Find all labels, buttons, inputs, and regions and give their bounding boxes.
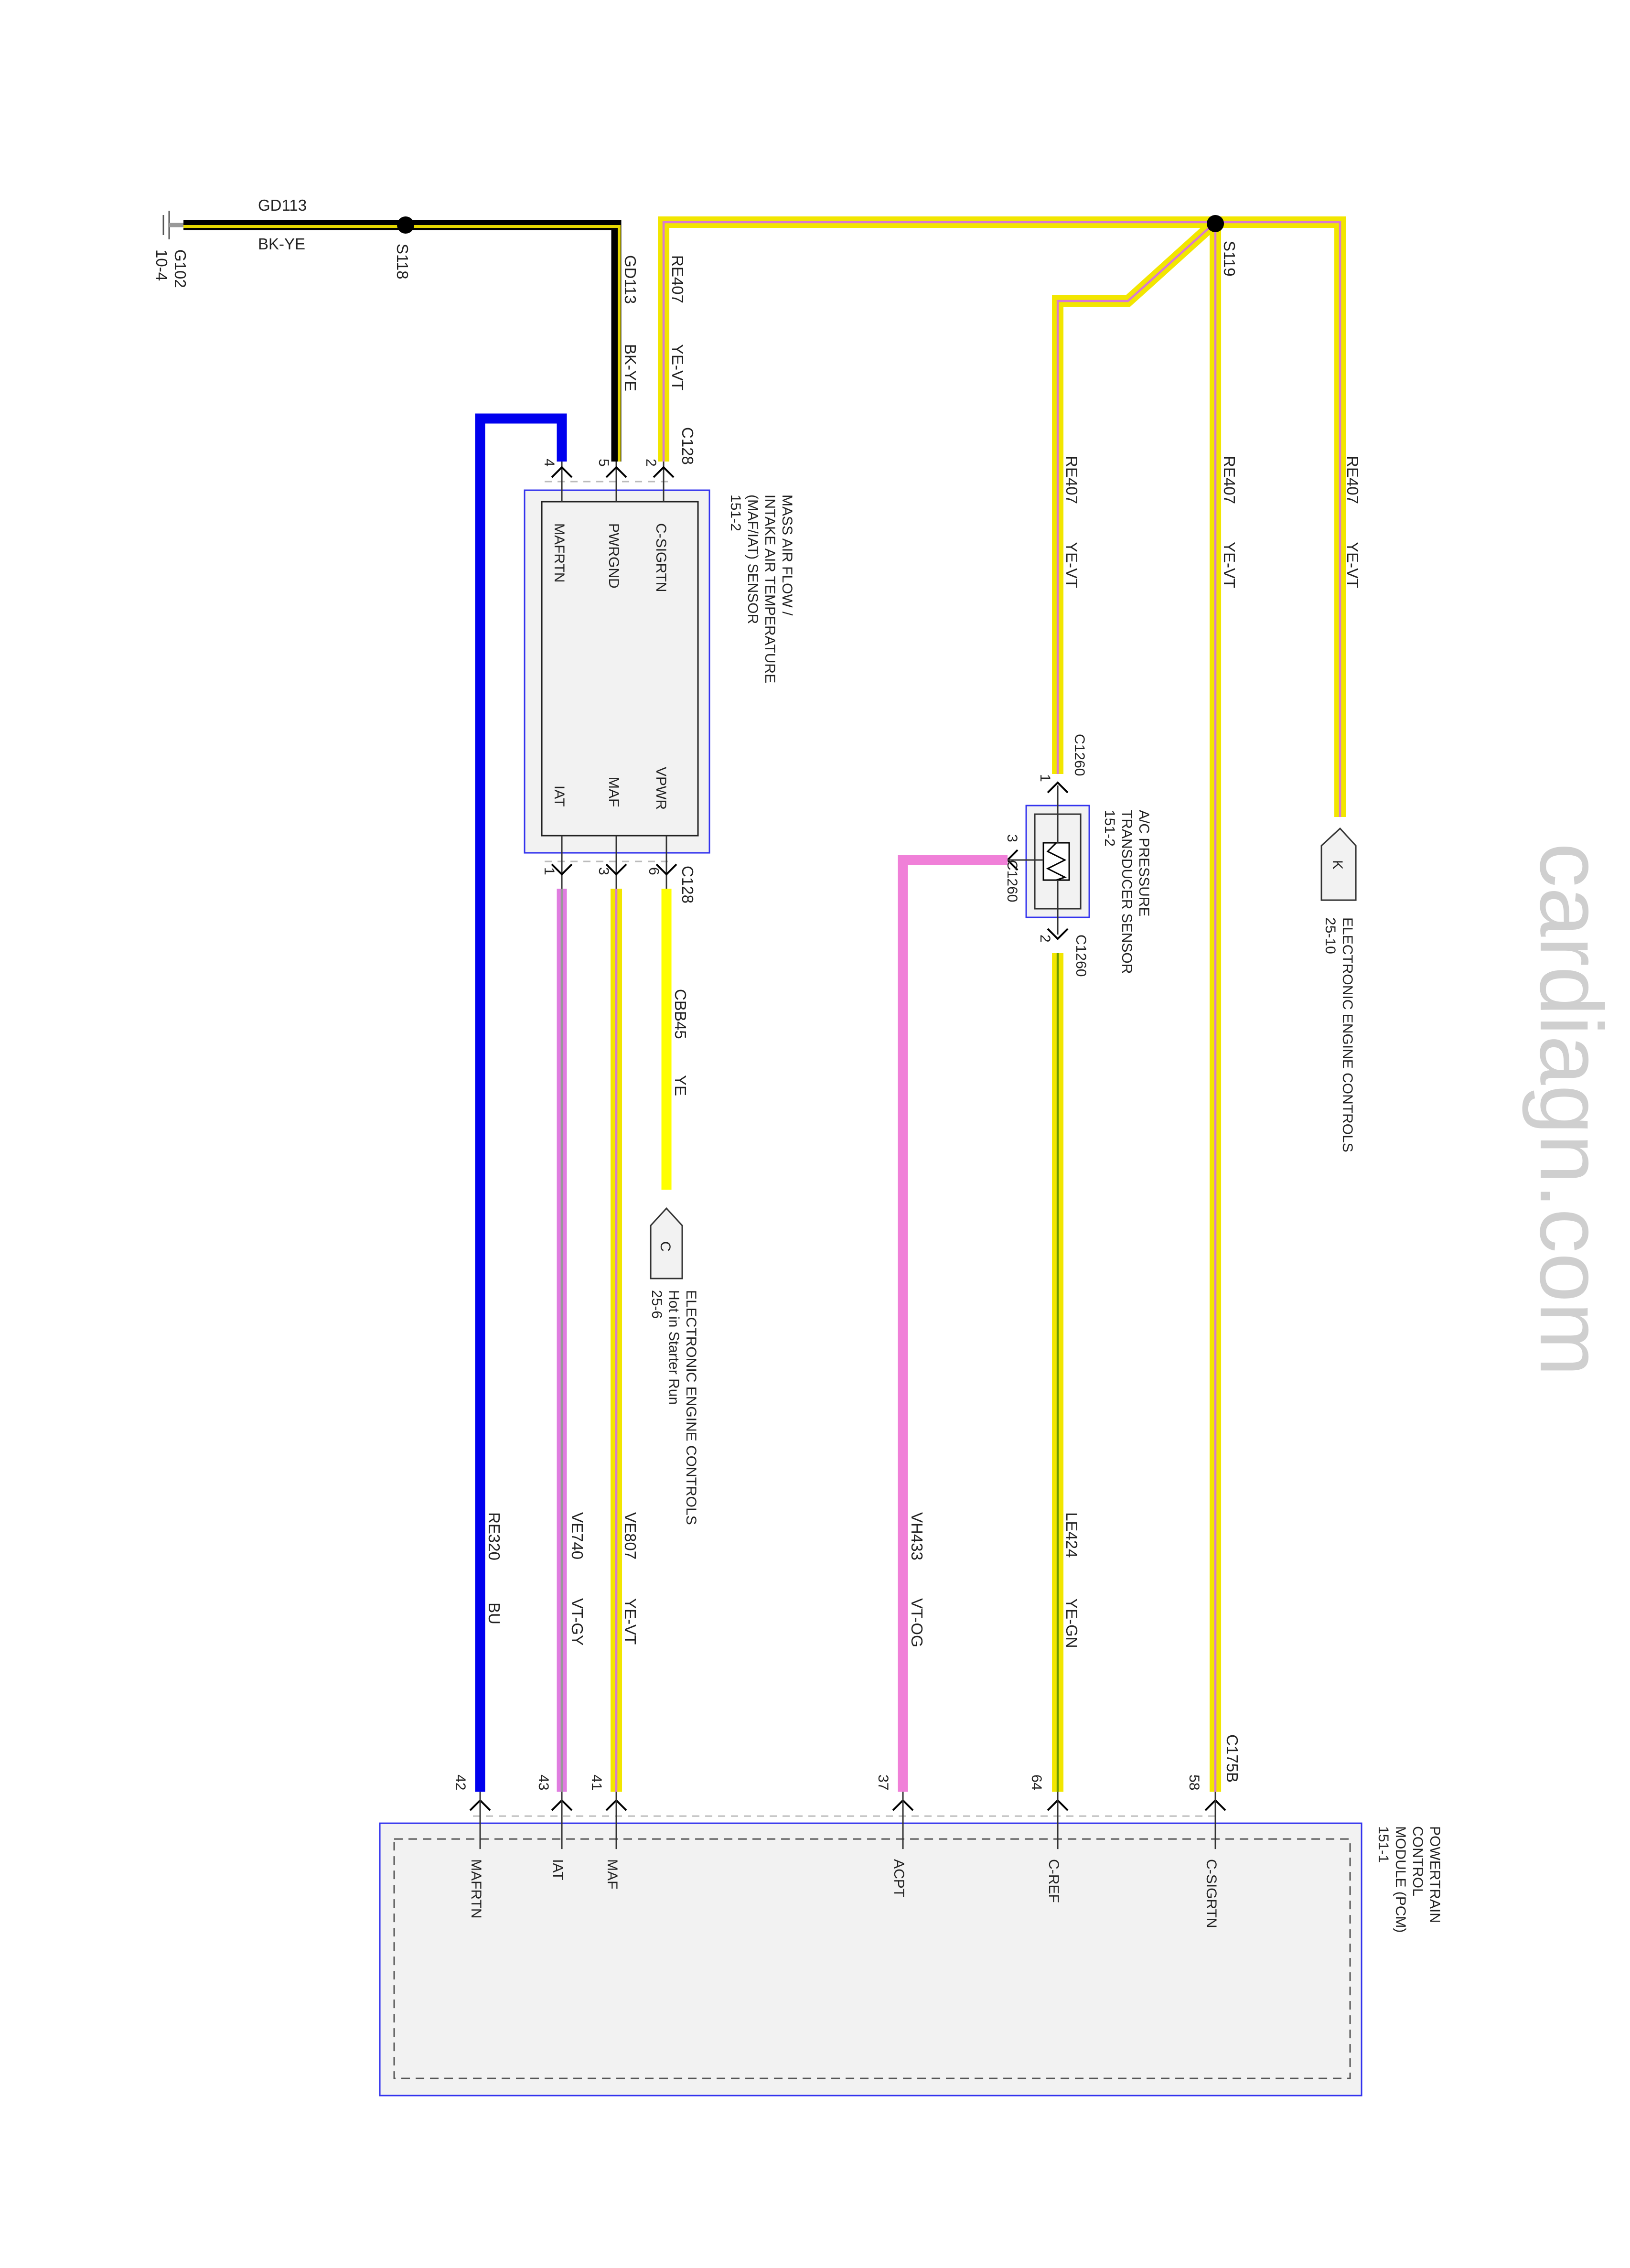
pcm-pin-name: C-REF	[1046, 1859, 1062, 1903]
wire-label: YE-GN	[1063, 1598, 1081, 1648]
pcm-pin-num: 41	[589, 1774, 604, 1790]
wire-label: YE-VT	[1063, 542, 1081, 588]
maf-pin-num: 6	[646, 867, 662, 875]
ground-icon	[162, 211, 184, 240]
wire-label: VE807	[622, 1512, 639, 1559]
wire-label: RE320	[485, 1512, 503, 1560]
wire-label: RE407	[1221, 456, 1238, 504]
page-ref-c-connector[interactable]	[650, 1207, 683, 1279]
page-ref-k-page: 25-10	[1322, 917, 1338, 954]
page-ref-k-connector[interactable]	[1320, 827, 1357, 901]
maf-connector-top: C128	[679, 427, 697, 465]
splice-label-s118: S118	[394, 244, 411, 279]
ac-sensor-title: A/C PRESSURE	[1136, 810, 1152, 916]
pcm-pin-name: C-SIGRTN	[1203, 1859, 1219, 1928]
wire-label: YE-VT	[669, 344, 686, 390]
wire-label: VH433	[908, 1512, 926, 1560]
wire-label-gd113-circuit: GD113	[258, 196, 307, 214]
pcm-pin-num: 64	[1029, 1774, 1044, 1790]
pcm-title: 151-1	[1375, 1826, 1391, 1863]
ac-pin-num: 2	[1037, 935, 1053, 943]
wire-label: YE	[672, 1075, 689, 1096]
ac-sensor-title: TRANSDUCER SENSOR	[1119, 810, 1135, 974]
maf-pin-num: 5	[596, 459, 611, 467]
maf-pin-name: VPWR	[653, 767, 669, 810]
maf-connector-bottom: C128	[679, 866, 697, 903]
maf-pin-num: 2	[643, 459, 659, 467]
pcm-pin-name: IAT	[550, 1859, 566, 1880]
maf-pin-name: MAF	[606, 777, 622, 807]
wire-label: BK-YE	[622, 344, 639, 391]
ac-pressure-sensor	[1008, 785, 1090, 935]
maf-sensor-title: MASS AIR FLOW /	[779, 494, 795, 616]
splice-label-s119: S119	[1221, 241, 1238, 277]
splice-s119	[1207, 215, 1224, 233]
ac-sensor-title: 151-2	[1102, 810, 1117, 847]
maf-sensor-title: INTAKE AIR TEMPERATURE	[762, 494, 778, 683]
maf-pin-name: PWRGND	[606, 523, 622, 589]
wire-re320	[475, 413, 567, 1792]
pcm-pin-name: MAF	[604, 1859, 620, 1889]
wire-gd113	[183, 220, 622, 462]
pcm-module	[379, 1792, 1362, 2096]
pcm-pin-name: ACPT	[891, 1859, 907, 1897]
page-ref-k-text: ELECTRONIC ENGINE CONTROLS	[1340, 917, 1355, 1152]
ground-label: G102	[172, 249, 189, 288]
wire-label: VT-GY	[568, 1598, 586, 1645]
pcm-title: CONTROL	[1410, 1826, 1426, 1896]
wire-label: VE740	[568, 1512, 586, 1559]
maf-pin-num: 1	[541, 867, 557, 875]
splice-s118	[397, 216, 415, 234]
wire-label: BU	[485, 1602, 503, 1624]
maf-sensor	[524, 462, 710, 889]
ac-pin-num: 1	[1037, 774, 1053, 782]
wire-label: YE-VT	[1344, 542, 1362, 588]
wire-label: VT-OG	[908, 1598, 926, 1647]
wire-label: LE424	[1063, 1512, 1081, 1558]
page-ref-c-letter: C	[657, 1241, 673, 1252]
resistor-icon	[1042, 842, 1070, 881]
pcm-pin-num: 37	[875, 1774, 891, 1790]
wire-re407	[658, 216, 1346, 1792]
wire-label: YE-VT	[622, 1598, 639, 1645]
wire-label: GD113	[622, 255, 639, 304]
wire-label: RE407	[1344, 456, 1362, 504]
wire-label: CBB45	[672, 989, 689, 1039]
ac-connector: C1260	[1072, 734, 1087, 776]
watermark: cardiagn.com	[1522, 843, 1620, 1376]
pcm-pin-num: 58	[1186, 1774, 1202, 1790]
maf-pin-name: C-SIGRTN	[653, 523, 669, 592]
ac-connector: C1260	[1004, 860, 1020, 902]
pcm-pin-num: 43	[536, 1774, 551, 1790]
wire-label: YE-VT	[1221, 542, 1238, 588]
ac-pin-num: 3	[1004, 834, 1020, 842]
pcm-title: POWERTRAIN	[1427, 1826, 1443, 1923]
maf-sensor-title: (MAF/IAT) SENSOR	[745, 494, 761, 624]
pcm-connector: C175B	[1223, 1734, 1241, 1783]
page-ref-k-letter: K	[1330, 860, 1345, 870]
pcm-pin-name: MAFRTN	[468, 1859, 484, 1918]
wire-label: RE407	[669, 255, 686, 303]
ground-ref: 10-4	[153, 249, 171, 281]
wire-label-gd113-color: BK-YE	[258, 235, 305, 253]
maf-pin-name: MAFRTN	[551, 523, 567, 582]
maf-pin-num: 4	[541, 459, 557, 467]
ac-connector: C1260	[1073, 935, 1089, 977]
wire-label: RE407	[1063, 456, 1081, 504]
maf-sensor-title: 151-2	[728, 494, 743, 531]
pcm-title: MODULE (PCM)	[1393, 1826, 1408, 1933]
page-ref-c-page: 25-6	[649, 1290, 665, 1319]
wire-vh433	[898, 855, 1008, 1792]
pcm-pin-num: 42	[452, 1774, 468, 1790]
page-ref-c-note: Hot in Starter Run	[666, 1290, 682, 1405]
page-ref-c-text: ELECTRONIC ENGINE CONTROLS	[683, 1290, 699, 1525]
maf-pin-name: IAT	[551, 785, 567, 806]
maf-pin-num: 3	[596, 867, 611, 875]
